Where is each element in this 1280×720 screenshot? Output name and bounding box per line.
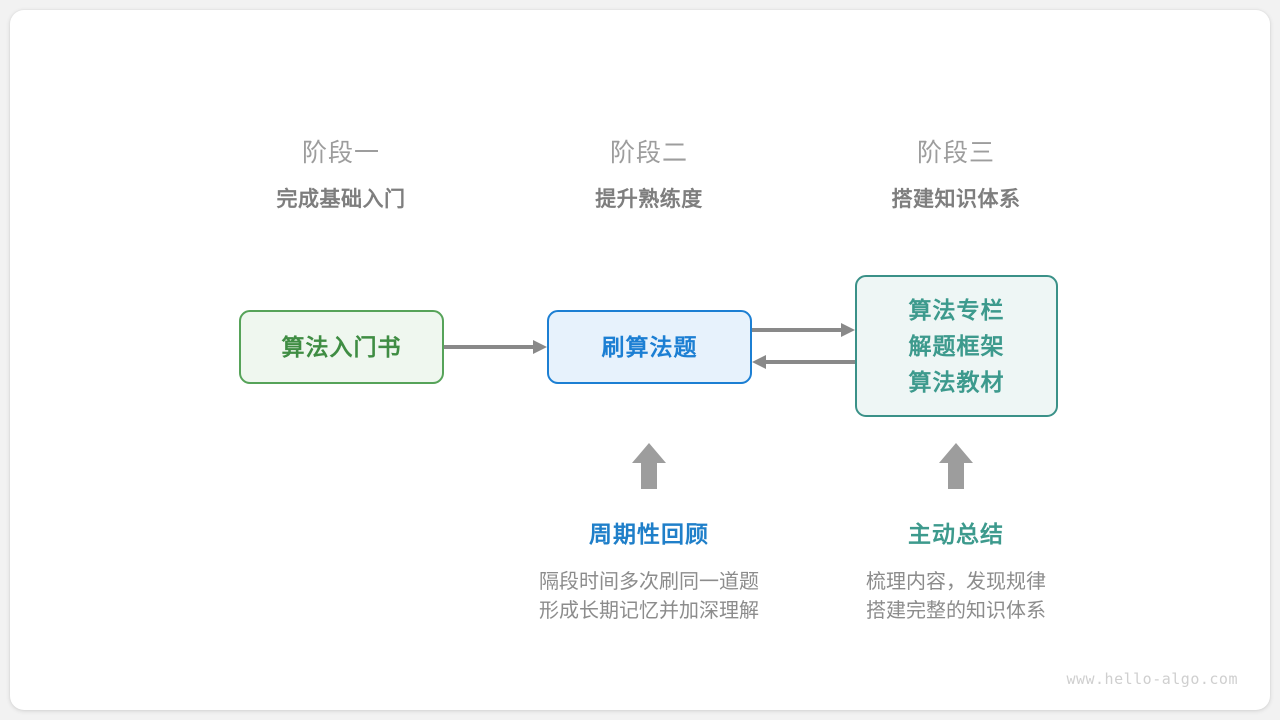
- stage-column-1: 阶段一 完成基础入门: [211, 138, 471, 213]
- stage-1-subtitle: 完成基础入门: [276, 188, 406, 211]
- annotation-desc-line-1: 隔段时间多次刷同一道题: [539, 571, 759, 593]
- stage-2-subtitle: 提升熟练度: [595, 188, 703, 211]
- stage-column-3: 阶段三 搭建知识体系: [826, 138, 1086, 213]
- arrow-resources-to-practice: [752, 355, 855, 369]
- stage-column-2: 阶段二 提升熟练度: [519, 138, 779, 213]
- arrow-practice-to-resources: [752, 323, 855, 337]
- watermark: www.hello-algo.com: [1066, 670, 1238, 688]
- annotation-periodic-review: 周期性回顾 隔段时间多次刷同一道题 形成长期记忆并加深理解: [499, 520, 799, 626]
- annotation-active-summary-description: 梳理内容，发现规律 搭建完整的知识体系: [806, 568, 1106, 626]
- up-arrow-periodic-review-icon: [632, 443, 666, 489]
- annotation-desc-line-1: 梳理内容，发现规律: [866, 571, 1046, 593]
- annotation-periodic-review-description: 隔段时间多次刷同一道题 形成长期记忆并加深理解: [499, 568, 799, 626]
- arrow-shaft: [444, 345, 537, 349]
- annotation-active-summary: 主动总结 梳理内容，发现规律 搭建完整的知识体系: [806, 520, 1106, 626]
- node-book-line-1: 算法入门书: [281, 334, 402, 360]
- arrow-shaft: [762, 360, 855, 364]
- node-learning-resources[interactable]: 算法专栏 解题框架 算法教材: [855, 275, 1058, 417]
- annotation-desc-line-2: 搭建完整的知识体系: [866, 600, 1046, 622]
- node-resources-line-3: 算法教材: [908, 369, 1005, 395]
- up-arrow-active-summary-icon: [939, 443, 973, 489]
- annotation-periodic-review-title: 周期性回顾: [589, 521, 709, 547]
- annotation-desc-line-2: 形成长期记忆并加深理解: [539, 600, 759, 622]
- stage-2-name: 阶段二: [609, 139, 688, 167]
- arrow-tip: [632, 443, 666, 463]
- stage-3-subtitle: 搭建知识体系: [891, 188, 1021, 211]
- arrow-stem: [948, 461, 964, 489]
- arrow-shaft: [752, 328, 845, 332]
- arrow-book-to-practice: [444, 340, 547, 354]
- arrow-stem: [641, 461, 657, 489]
- diagram-canvas: 阶段一 完成基础入门 阶段二 提升熟练度 阶段三 搭建知识体系 算法入门书 刷算…: [10, 10, 1270, 710]
- arrow-head-right-icon: [841, 323, 855, 337]
- arrow-tip: [939, 443, 973, 463]
- stage-1-name: 阶段一: [301, 139, 380, 167]
- node-algorithm-intro-book[interactable]: 算法入门书: [239, 310, 444, 384]
- node-practice-problems[interactable]: 刷算法题: [547, 310, 752, 384]
- node-resources-line-2: 解题框架: [908, 333, 1005, 359]
- node-resources-line-1: 算法专栏: [908, 297, 1005, 323]
- annotation-active-summary-title: 主动总结: [908, 521, 1004, 547]
- arrow-head-right-icon: [533, 340, 547, 354]
- node-practice-line-1: 刷算法题: [601, 334, 698, 360]
- arrow-head-left-icon: [752, 355, 766, 369]
- stage-3-name: 阶段三: [916, 139, 995, 167]
